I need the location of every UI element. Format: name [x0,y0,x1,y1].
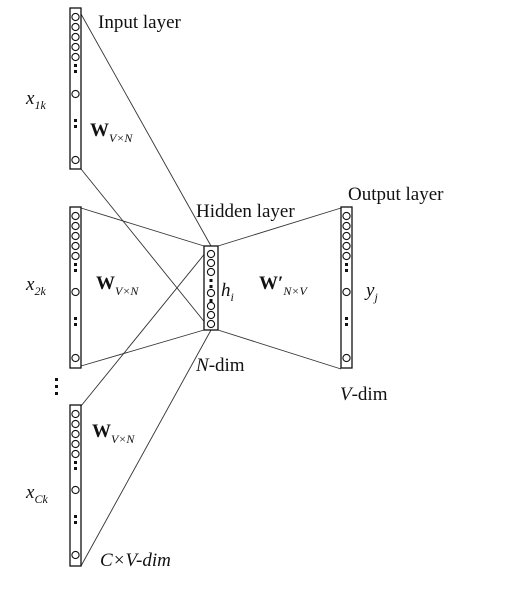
connection-line [80,245,212,407]
connection-line [217,207,342,247]
input-vector-2 [69,206,82,369]
x2k-label: x2k [25,274,46,298]
w-input-matrix-label-1: WV×N [90,120,133,145]
connection-lines [80,13,342,567]
hi-label: hi [221,280,234,304]
connection-line [80,13,212,247]
connection-line [80,329,212,567]
x1k-label: x1k [25,88,46,112]
connection-line [80,329,205,367]
connection-line [80,207,205,247]
w-input-matrix-label-2: WV×N [96,273,139,298]
connection-line [217,329,342,370]
input-vector-1 [69,7,82,170]
cv-dim-label: C×V-dim [100,550,171,571]
xck-label: xCk [25,482,48,506]
ellipsis-dots [55,378,58,395]
output-vector [340,206,353,369]
yj-label: yj [364,280,378,304]
hidden-vector [203,245,219,331]
input-vector-c [69,404,82,567]
v-dim-label: V-dim [340,384,388,405]
output-layer-label: Output layer [348,184,444,205]
connection-line [80,168,212,331]
w-output-matrix-label: W′N×V [259,273,308,298]
input-layer-label: Input layer [98,12,182,33]
w-input-matrix-label-3: WV×N [92,421,135,446]
hidden-layer-label: Hidden layer [196,201,295,222]
n-dim-label: N-dim [195,355,245,376]
